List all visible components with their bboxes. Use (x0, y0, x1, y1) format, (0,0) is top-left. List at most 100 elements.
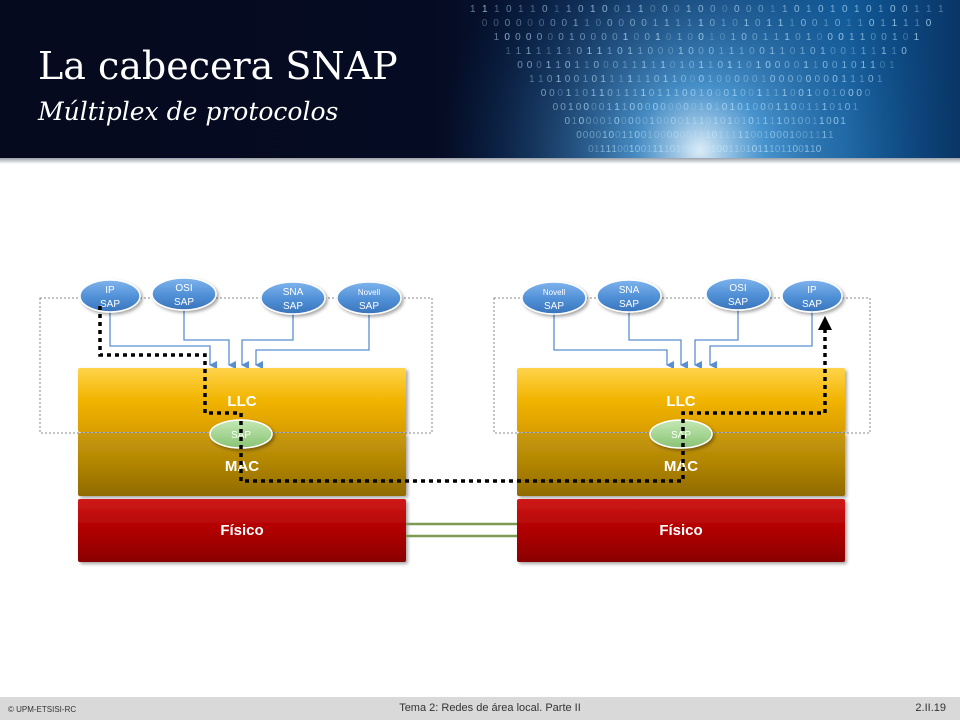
svg-text:0: 0 (504, 32, 510, 43)
svg-text:0: 0 (682, 88, 688, 99)
svg-text:0: 0 (710, 4, 716, 15)
svg-text:1: 1 (732, 88, 738, 99)
svg-text:1: 1 (730, 102, 736, 113)
svg-text:0: 0 (668, 46, 674, 57)
svg-text:0: 0 (589, 130, 595, 141)
svg-text:0: 0 (758, 4, 764, 15)
svg-text:1: 1 (591, 88, 597, 99)
svg-text:1: 1 (880, 18, 886, 29)
svg-text:1: 1 (731, 32, 737, 43)
svg-text:0: 0 (757, 130, 763, 141)
svg-text:0: 0 (558, 32, 564, 43)
snap-diagram: LLC MAC Físico IP SAP OSI SAP SNA SAP No… (39, 277, 871, 562)
svg-text:0: 0 (741, 32, 747, 43)
svg-text:0: 0 (578, 4, 584, 15)
svg-text:1: 1 (505, 46, 511, 57)
svg-text:1: 1 (674, 88, 680, 99)
svg-text:0: 0 (881, 32, 887, 43)
svg-text:0: 0 (607, 18, 613, 29)
svg-text:0: 0 (603, 60, 609, 71)
svg-text:1: 1 (568, 102, 574, 113)
svg-text:1: 1 (789, 18, 795, 29)
svg-text:1: 1 (773, 88, 779, 99)
svg-text:1: 1 (600, 144, 606, 155)
svg-text:0: 0 (796, 130, 802, 141)
svg-text:1: 1 (727, 60, 733, 71)
svg-text:0: 0 (848, 88, 854, 99)
svg-text:1: 1 (693, 130, 699, 141)
svg-text:1: 1 (784, 32, 790, 43)
svg-text:0: 0 (602, 4, 608, 15)
svg-text:0: 0 (565, 116, 571, 127)
svg-text:0: 0 (776, 130, 782, 141)
svg-text:0: 0 (818, 4, 824, 15)
svg-text:1: 1 (815, 130, 821, 141)
svg-text:1: 1 (607, 102, 613, 113)
svg-text:0: 0 (817, 32, 823, 43)
svg-text:0: 0 (660, 130, 666, 141)
svg-text:1: 1 (849, 32, 855, 43)
svg-text:0: 0 (666, 32, 672, 43)
svg-text:0: 0 (743, 74, 749, 85)
svg-text:0: 0 (601, 32, 607, 43)
svg-text:0: 0 (667, 130, 673, 141)
left-sap-ellipse: SAP (209, 419, 273, 449)
svg-text:0: 0 (527, 18, 533, 29)
left-mac-label: MAC (225, 458, 259, 475)
svg-text:0: 0 (653, 102, 659, 113)
svg-text:0: 0 (794, 4, 800, 15)
svg-text:0: 0 (753, 102, 759, 113)
svg-text:1: 1 (776, 102, 782, 113)
svg-text:1: 1 (858, 18, 864, 29)
svg-text:1: 1 (606, 144, 612, 155)
right-llc-label: LLC (666, 393, 695, 410)
svg-text:1: 1 (744, 18, 750, 29)
svg-text:1: 1 (687, 18, 693, 29)
svg-text:1: 1 (618, 74, 624, 85)
left-bubble-sna-top: SNA (283, 287, 304, 298)
svg-text:0: 0 (553, 102, 559, 113)
svg-text:1: 1 (812, 116, 818, 127)
svg-text:0: 0 (717, 144, 723, 155)
svg-text:1: 1 (721, 18, 727, 29)
svg-text:1: 1 (627, 74, 633, 85)
svg-text:0: 0 (550, 18, 556, 29)
svg-text:0: 0 (902, 4, 908, 15)
left-bubble-osi-bottom: SAP (174, 297, 194, 308)
left-bubble-novell-bottom: SAP (359, 301, 379, 312)
svg-text:0: 0 (724, 88, 730, 99)
svg-text:0: 0 (634, 32, 640, 43)
svg-text:0: 0 (709, 46, 715, 57)
svg-text:1: 1 (665, 88, 671, 99)
right-bubble-novell: Novell SAP (521, 281, 587, 315)
svg-text:0: 0 (612, 32, 618, 43)
svg-text:1: 1 (891, 46, 897, 57)
left-stack: LLC MAC Físico IP SAP OSI SAP SNA SAP No… (39, 277, 433, 562)
svg-text:1: 1 (870, 60, 876, 71)
svg-text:0: 0 (649, 88, 655, 99)
right-connector-sna (628, 312, 688, 369)
svg-text:0: 0 (688, 46, 694, 57)
svg-text:1: 1 (530, 4, 536, 15)
left-bubble-sna: SNA SAP (260, 281, 326, 315)
right-bubble-ip: IP SAP (781, 279, 843, 313)
svg-text:1: 1 (573, 18, 579, 29)
left-dotted-frame (39, 297, 433, 434)
svg-text:0: 0 (650, 4, 656, 15)
svg-text:0: 0 (751, 130, 757, 141)
left-connector-osi (183, 310, 236, 369)
svg-text:1: 1 (653, 18, 659, 29)
svg-text:1: 1 (853, 102, 859, 113)
svg-text:0: 0 (851, 60, 857, 71)
svg-text:1: 1 (677, 32, 683, 43)
svg-text:0: 0 (842, 4, 848, 15)
svg-text:0: 0 (718, 60, 724, 71)
svg-text:0: 0 (798, 116, 804, 127)
svg-text:1: 1 (699, 130, 705, 141)
physical-link (406, 522, 517, 538)
svg-text:1: 1 (664, 18, 670, 29)
svg-text:0: 0 (752, 74, 758, 85)
svg-text:1: 1 (823, 18, 829, 29)
svg-text:0: 0 (734, 4, 740, 15)
svg-text:1: 1 (814, 102, 820, 113)
